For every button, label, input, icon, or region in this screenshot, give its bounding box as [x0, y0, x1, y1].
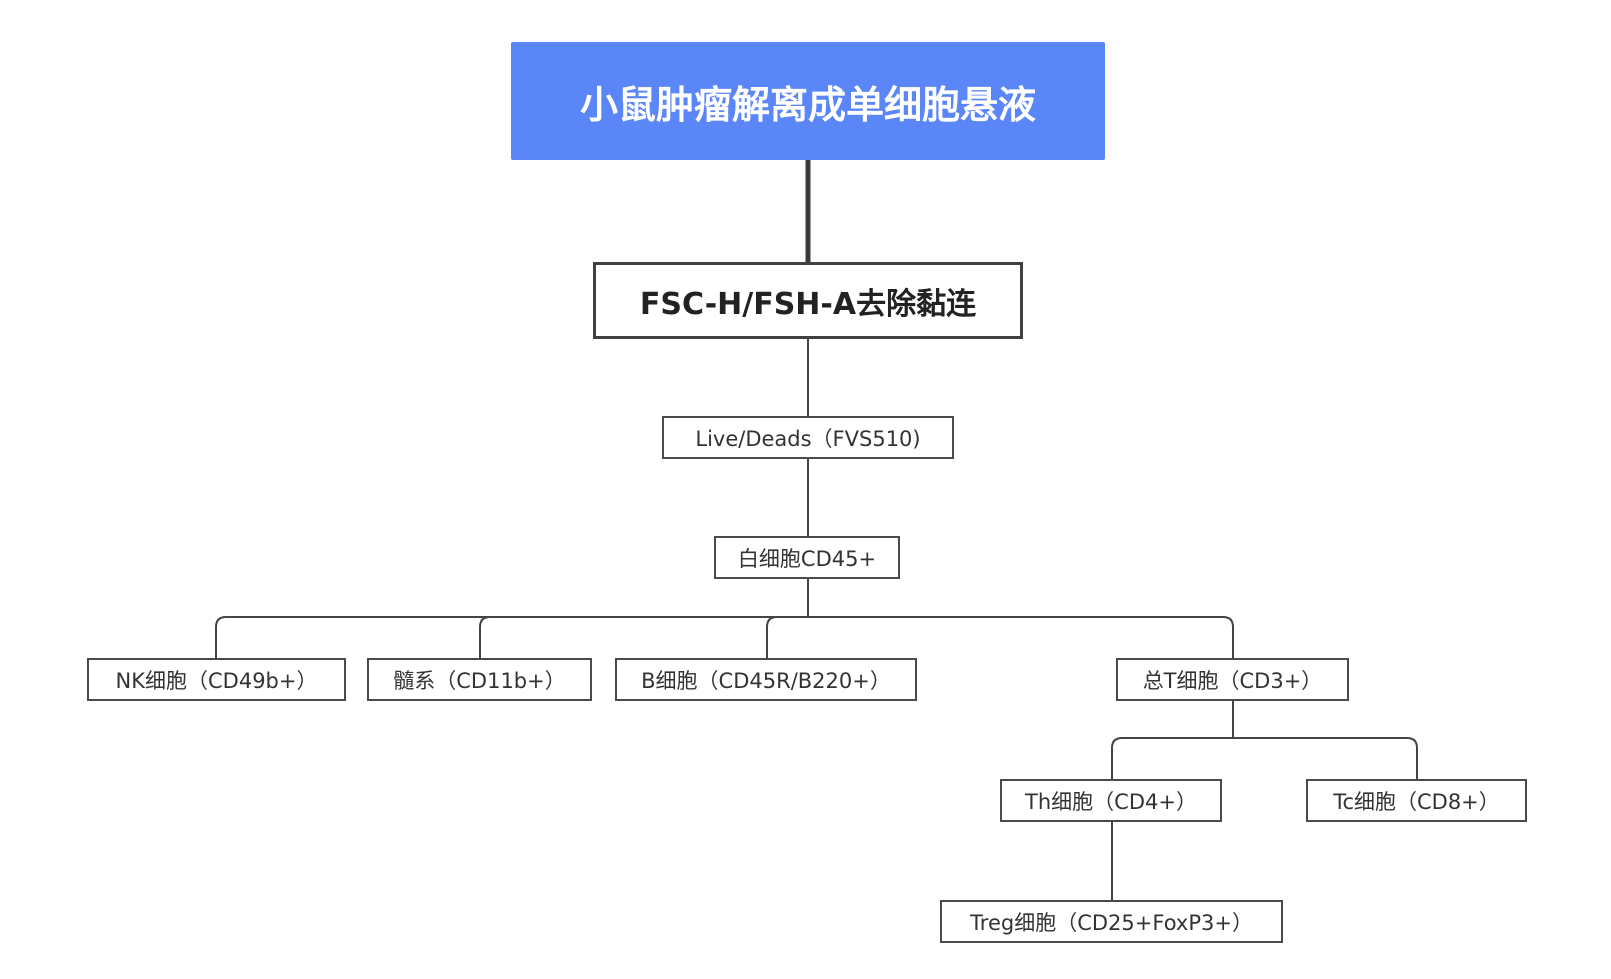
node-b-cell-label: B细胞（CD45R/B220+）: [641, 668, 891, 693]
connector-cd45-bus: [215, 616, 1234, 658]
node-live-dead: Live/Deads（FVS510): [662, 416, 954, 459]
node-myeloid-label: 髓系（CD11b+）: [393, 668, 566, 693]
node-total-t-label: 总T细胞（CD3+）: [1142, 668, 1323, 693]
node-cd45-label: 白细胞CD45+: [737, 546, 877, 571]
node-cd45: 白细胞CD45+: [714, 536, 900, 579]
node-tc-label: Tc细胞（CD8+）: [1333, 789, 1500, 814]
node-tc: Tc细胞（CD8+）: [1306, 779, 1527, 822]
node-myeloid: 髓系（CD11b+）: [367, 658, 592, 701]
node-nk-label: NK细胞（CD49b+）: [115, 668, 318, 693]
node-treg-label: Treg细胞（CD25+FoxP3+）: [970, 910, 1253, 935]
connector-total-t-bus: [1111, 737, 1418, 779]
node-b-cell: B细胞（CD45R/B220+）: [615, 658, 917, 701]
node-singlets: FSC-H/FSH-A去除黏连: [593, 262, 1023, 339]
node-singlets-label: FSC-H/FSH-A去除黏连: [639, 286, 977, 322]
node-nk: NK细胞（CD49b+）: [87, 658, 346, 701]
node-root: 小鼠肿瘤解离成单细胞悬液: [511, 42, 1105, 160]
node-root-label: 小鼠肿瘤解离成单细胞悬液: [579, 82, 1036, 127]
node-treg: Treg细胞（CD25+FoxP3+）: [940, 900, 1283, 943]
node-th-label: Th细胞（CD4+）: [1025, 789, 1197, 814]
node-live-dead-label: Live/Deads（FVS510): [695, 426, 921, 451]
node-th: Th细胞（CD4+）: [1000, 779, 1222, 822]
node-total-t: 总T细胞（CD3+）: [1116, 658, 1349, 701]
